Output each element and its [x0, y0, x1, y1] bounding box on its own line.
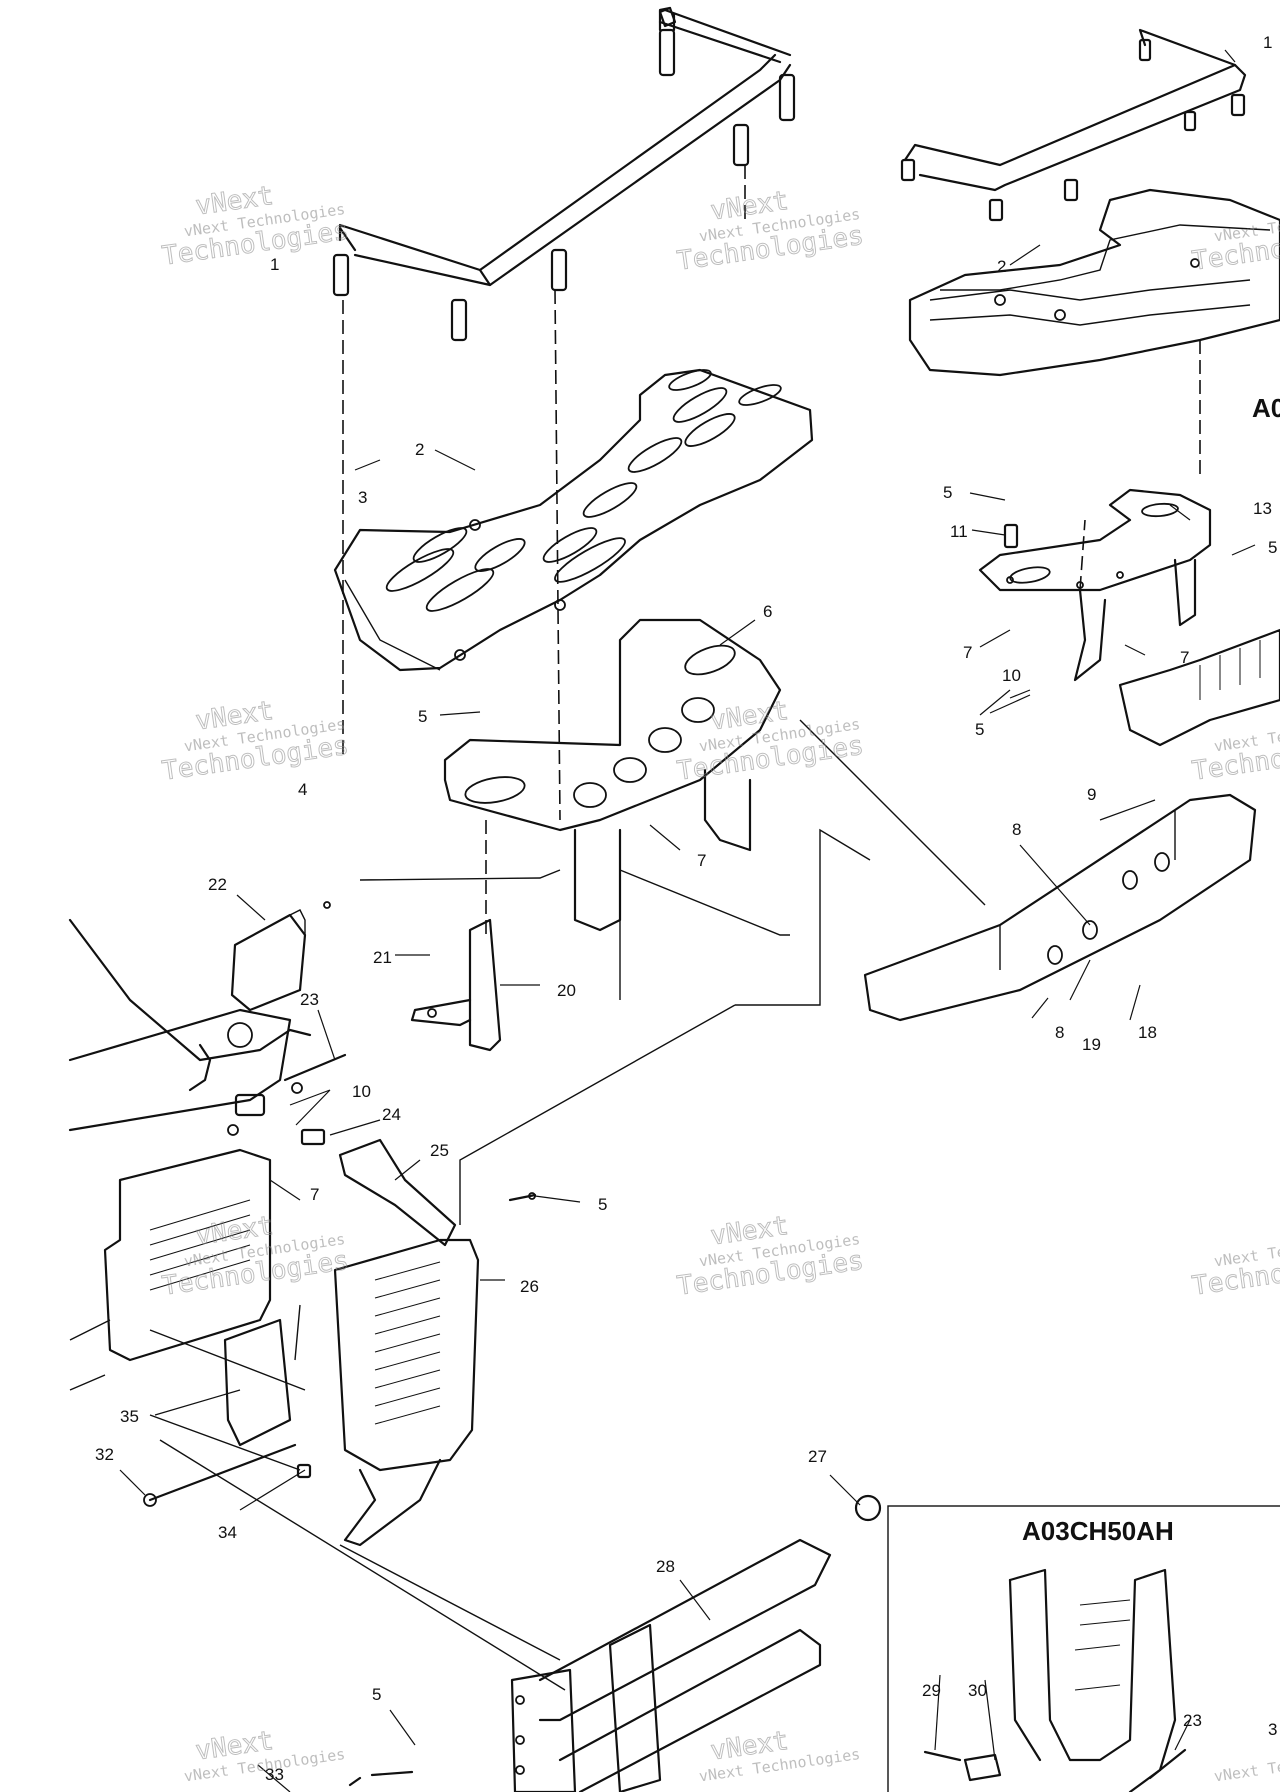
callout-6: 6	[763, 602, 772, 621]
callout-11: 11	[950, 522, 968, 541]
callout-24: 24	[382, 1105, 401, 1124]
callout-1-alt: 1	[1263, 33, 1272, 52]
callout-5-f: 5	[1268, 538, 1277, 557]
leader-lines	[119, 49, 1256, 1792]
callout-3: 3	[358, 488, 367, 507]
callout-4: 4	[298, 780, 307, 799]
inset-panel	[887, 1505, 1280, 1792]
callout-numbers: 1 2 3 4 5 6 7 20 21 22 23 10 24 25 5 26 …	[95, 33, 1277, 1784]
watermark-line: vNext Technologies	[1213, 1745, 1280, 1785]
inset-code-label: A03CH50AH	[1022, 1516, 1174, 1546]
callout-35: 35	[120, 1407, 139, 1426]
callout-5-c: 5	[372, 1685, 381, 1704]
callout-25: 25	[430, 1141, 449, 1160]
callout-5-e: 5	[975, 720, 984, 739]
callout-8-b: 8	[1055, 1023, 1064, 1042]
callout-20: 20	[557, 981, 576, 1000]
callout-13: 13	[1253, 499, 1272, 518]
inset-code-partial-label: A0	[1252, 393, 1280, 423]
callout-10-b: 10	[1002, 666, 1021, 685]
callout-7-a: 7	[697, 851, 706, 870]
callout-1: 1	[270, 255, 279, 274]
callout-7-c: 7	[963, 643, 972, 662]
callout-5-d: 5	[943, 483, 952, 502]
callout-27: 27	[808, 1447, 827, 1466]
callout-2-alt: 2	[997, 257, 1006, 276]
callout-34: 34	[218, 1523, 237, 1542]
callout-7-b: 7	[310, 1185, 319, 1204]
callout-29: 29	[922, 1681, 941, 1700]
duct-25	[338, 1138, 457, 1247]
rack-rail-main	[332, 6, 796, 342]
callout-7-d: 7	[1180, 648, 1189, 667]
rear-bumper-alt	[1118, 628, 1280, 747]
callout-22: 22	[208, 875, 227, 894]
callout-3-inset: 3	[1268, 1720, 1277, 1739]
front-bumper	[348, 1494, 882, 1792]
callout-28: 28	[656, 1557, 675, 1576]
callout-23-b: 23	[1183, 1711, 1202, 1730]
callout-8-a: 8	[1012, 820, 1021, 839]
callout-32: 32	[95, 1445, 114, 1464]
callout-21: 21	[373, 948, 392, 967]
rack-plate	[333, 368, 814, 672]
callout-10-a: 10	[352, 1082, 371, 1101]
bracket-13	[978, 488, 1212, 682]
callout-5-a: 5	[418, 707, 427, 726]
hardware-lower-left	[143, 1443, 312, 1507]
callout-5-b: 5	[598, 1195, 607, 1214]
callout-23-a: 23	[300, 990, 319, 1009]
callout-33: 33	[265, 1765, 284, 1784]
assembly-lines	[149, 165, 1201, 1691]
front-grille-cover	[333, 1238, 480, 1547]
callout-19: 19	[1082, 1035, 1101, 1054]
rack-plate-alt	[908, 188, 1280, 377]
rear-bumper	[863, 793, 1257, 1022]
bracket-20	[410, 918, 502, 1052]
callout-18: 18	[1138, 1023, 1157, 1042]
callout-26: 26	[520, 1277, 539, 1296]
callout-30: 30	[968, 1681, 987, 1700]
frame-and-radiator	[68, 918, 312, 1447]
callout-2: 2	[415, 440, 424, 459]
hardware-left	[227, 1053, 537, 1202]
tail-light	[230, 901, 331, 1012]
callout-9: 9	[1087, 785, 1096, 804]
rack-rail-alt	[900, 28, 1247, 222]
